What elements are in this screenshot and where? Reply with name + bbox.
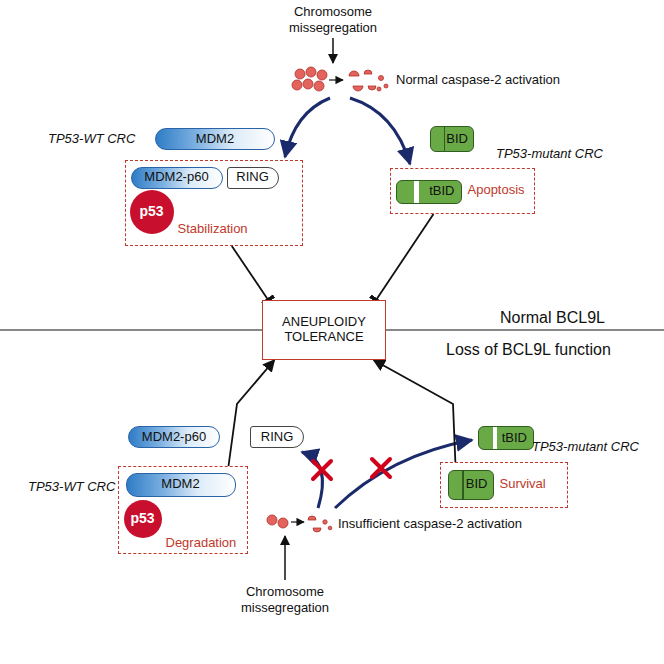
promotion-arrow [229, 360, 275, 466]
node-text: MDM2-p60 [142, 430, 206, 445]
group-label: TP53-WT CRC [48, 131, 148, 147]
protein-pill: MDM2 [155, 128, 275, 150]
domain-pill: RING [227, 167, 279, 189]
outcome-text: Survival [500, 477, 546, 492]
outcome-text: Apoptosis [468, 183, 525, 198]
node-text: RING [261, 430, 294, 445]
node-text: tBID [429, 184, 454, 199]
cleaved-caspase [308, 516, 332, 532]
node-text: MDM2-p60 [144, 170, 208, 185]
arrow-line [291, 521, 304, 522]
group-label: TP53-mutant CRC [496, 146, 636, 162]
outcome-text: Degradation [166, 536, 237, 551]
node-text: BID [466, 477, 488, 492]
group-label: TP53-mutant CRC [532, 439, 662, 455]
cleaved-caspase [349, 70, 388, 91]
cleavage-arrow [350, 98, 410, 164]
protein-shape: BID [448, 470, 494, 500]
group-label: TP53-WT CRC [28, 479, 128, 495]
block-cross [313, 459, 390, 479]
outcome-box: Survival BID [440, 462, 568, 508]
divider-line [386, 329, 664, 330]
caspase-cluster [267, 515, 288, 528]
protein-pill: MDM2-p60 [128, 426, 220, 448]
node-text: RING [236, 170, 269, 185]
condition-label: Loss of BCL9L function [446, 340, 660, 359]
process-label: Insufficient caspase-2 activation [338, 516, 548, 532]
domain-pill: RING [250, 426, 304, 448]
protein-shape: BID [430, 126, 474, 152]
node-text: tBID [502, 431, 527, 446]
cleavage-arrow [285, 98, 330, 157]
protein-shape: tBID [396, 180, 462, 204]
node-text: p53 [130, 510, 154, 526]
protein-pill: MDM2 [126, 473, 236, 497]
protein-shape: tBID [478, 426, 534, 450]
inhibition-line [376, 214, 433, 300]
protein-circle: p53 [130, 190, 174, 234]
promotion-arrow [374, 360, 456, 462]
outcome-box: Degradation MDM2 p53 [118, 466, 248, 554]
outcome-box: Apoptosis tBID [390, 168, 535, 214]
arrow-line [332, 38, 334, 63]
node-text: MDM2 [161, 477, 199, 492]
process-label: Normal caspase-2 activation [396, 72, 586, 88]
divider-line [0, 329, 262, 330]
protein-pill: MDM2-p60 [131, 167, 223, 189]
node-text: MDM2 [196, 132, 234, 147]
outcome-box: Stabilization MDM2-p60 RING p53 [125, 160, 303, 246]
node-text: p53 [139, 203, 163, 219]
node-text: ANEUPLOIDY TOLERANCE [267, 315, 381, 345]
outcome-box: ANEUPLOIDY TOLERANCE [262, 300, 386, 360]
arrow-line [284, 536, 286, 580]
event-label: Chromosome missegregation [220, 584, 350, 615]
outcome-text: Stabilization [178, 222, 248, 237]
condition-label: Normal BCL9L [500, 308, 650, 327]
node-text: BID [446, 132, 468, 147]
protein-circle: p53 [124, 500, 162, 538]
caspase-cluster [292, 67, 327, 91]
arrow-line [329, 79, 343, 80]
event-label: Chromosome missegregation [268, 4, 398, 35]
inhibition-line [232, 246, 268, 300]
